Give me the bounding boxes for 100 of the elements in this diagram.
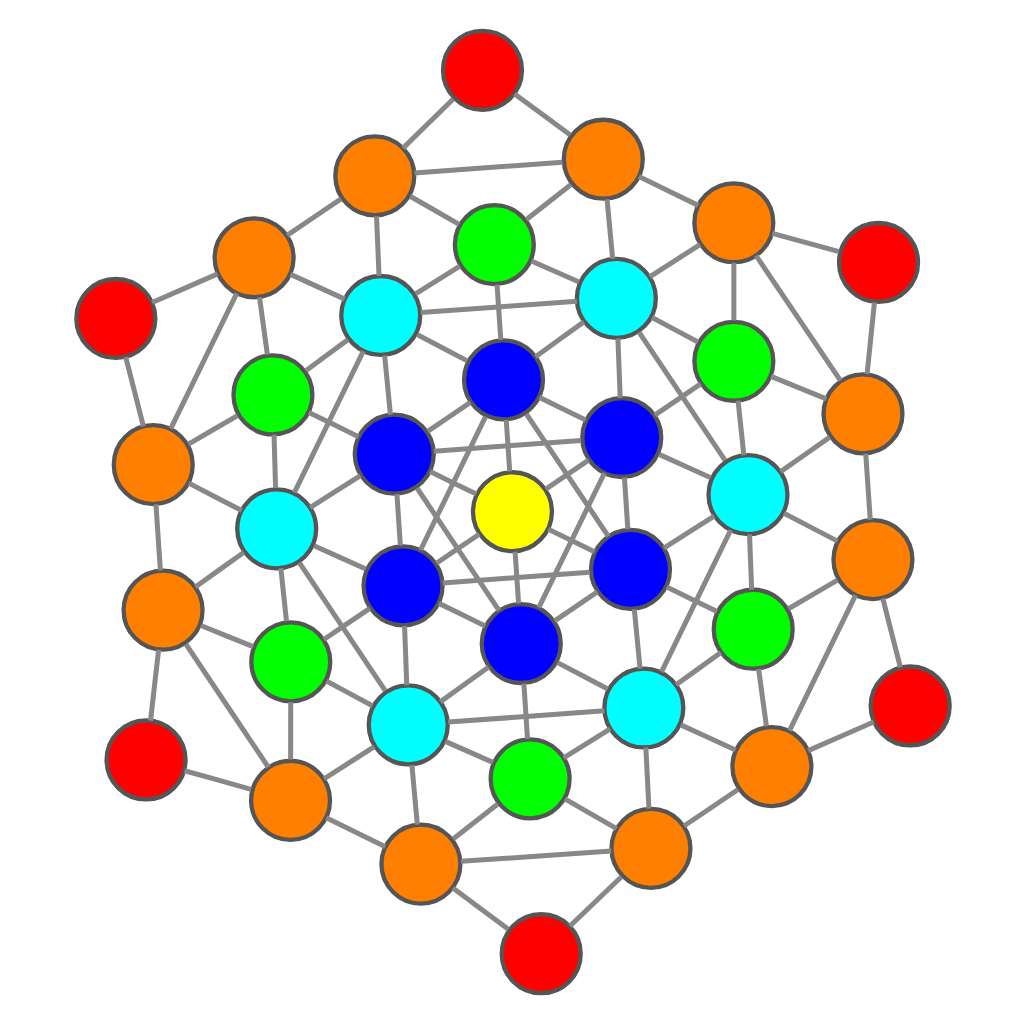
connector: [555, 660, 608, 692]
connector: [381, 355, 392, 415]
connector: [413, 486, 501, 612]
connector: [529, 258, 580, 285]
node-circle: [460, 338, 545, 422]
connector: [432, 438, 581, 454]
connector: [863, 302, 876, 375]
node-circle: [360, 544, 444, 628]
connector: [408, 764, 419, 825]
node-circle: [378, 822, 462, 906]
connector: [730, 262, 736, 321]
node-circle: [710, 587, 794, 671]
node-circle: [835, 220, 920, 305]
connector: [414, 332, 468, 364]
connector: [192, 550, 245, 590]
connector: [428, 469, 477, 497]
connector: [287, 701, 293, 760]
connector: [167, 292, 238, 430]
connector: [306, 410, 359, 439]
node-circle: [120, 568, 204, 652]
node-circle: [248, 620, 332, 704]
connector: [419, 298, 577, 316]
connector: [401, 625, 409, 686]
connector: [413, 264, 461, 296]
connector: [620, 477, 630, 530]
connector: [770, 230, 839, 255]
connector: [436, 601, 486, 629]
connector: [291, 350, 365, 494]
connector: [567, 875, 622, 928]
node-circle: [451, 202, 535, 287]
connector: [502, 419, 512, 472]
connector: [441, 569, 589, 586]
connector: [150, 271, 218, 305]
connector: [664, 584, 718, 614]
node-circle: [247, 758, 332, 842]
node-circle: [351, 412, 435, 496]
node-circle: [439, 28, 524, 112]
connector: [781, 511, 838, 544]
connector: [450, 885, 509, 932]
connector: [277, 568, 288, 622]
connector: [535, 471, 606, 609]
connector: [537, 395, 586, 423]
connector: [284, 196, 342, 238]
connector: [652, 381, 702, 418]
connector: [450, 802, 499, 841]
node-circle: [469, 470, 554, 554]
connector: [493, 284, 503, 341]
node-circle: [332, 134, 416, 218]
connector: [186, 413, 238, 447]
node-circle: [365, 683, 449, 767]
connector: [746, 534, 754, 590]
node-circle: [601, 666, 685, 750]
node-circle: [498, 912, 582, 996]
connector: [373, 216, 381, 276]
connector: [256, 297, 269, 355]
connector: [147, 649, 161, 721]
node-circle: [230, 353, 314, 437]
connector: [673, 650, 722, 687]
node-circle: [691, 181, 775, 265]
node-circle: [211, 216, 295, 300]
connector: [523, 412, 610, 538]
connector: [434, 532, 480, 566]
connector: [303, 337, 349, 373]
connector: [678, 722, 736, 753]
connector: [806, 719, 874, 753]
connector: [657, 452, 711, 481]
connector: [561, 726, 611, 761]
connector: [270, 434, 278, 488]
connector: [649, 315, 699, 345]
connector: [630, 609, 642, 669]
connector: [182, 768, 251, 792]
connector: [437, 665, 490, 704]
node-circle: [487, 737, 571, 821]
connector: [734, 400, 746, 456]
connector: [614, 338, 622, 399]
connector: [312, 543, 366, 572]
connector: [324, 678, 373, 708]
connector: [122, 356, 145, 427]
connector: [786, 578, 838, 611]
connector: [769, 374, 827, 402]
connector: [447, 708, 604, 725]
connector: [661, 514, 715, 551]
node-circle: [691, 319, 775, 403]
node-circle: [705, 452, 789, 537]
connector: [407, 194, 460, 227]
connector: [520, 683, 529, 740]
node-circle: [820, 372, 904, 456]
connector: [296, 561, 387, 693]
connector: [635, 330, 727, 462]
connector: [543, 458, 589, 492]
connector: [636, 174, 699, 208]
connector: [523, 182, 572, 222]
node-circle: [579, 395, 663, 480]
node-circle: [478, 601, 562, 686]
connector: [879, 597, 902, 669]
connector: [512, 91, 571, 137]
connector: [753, 254, 842, 382]
connector: [413, 159, 562, 176]
node-circle: [830, 517, 914, 602]
connector: [647, 242, 701, 279]
